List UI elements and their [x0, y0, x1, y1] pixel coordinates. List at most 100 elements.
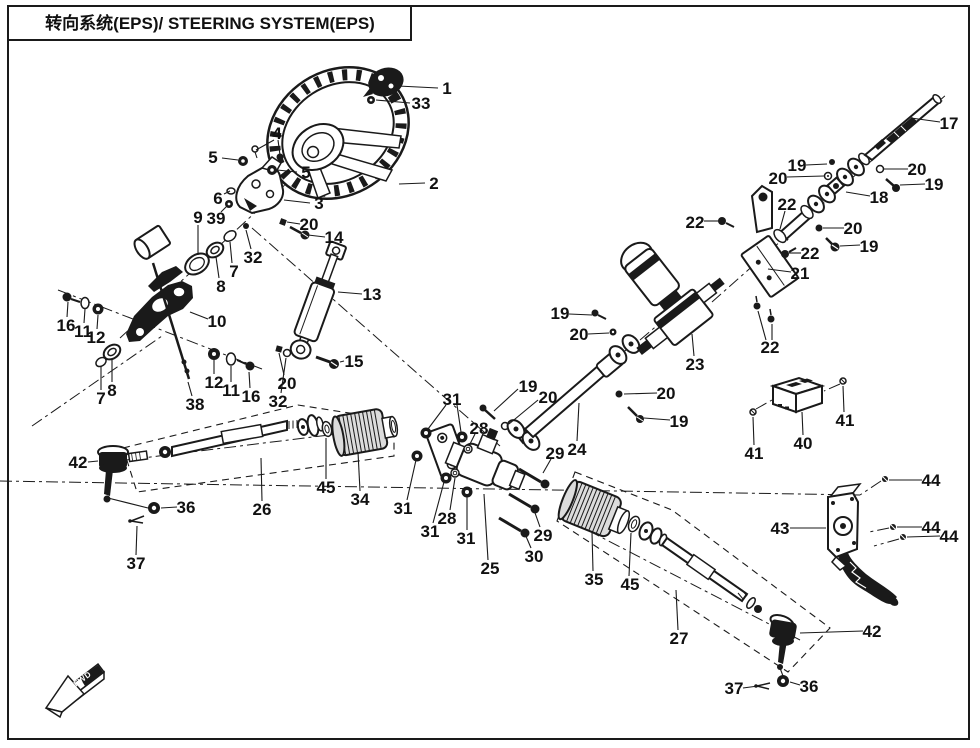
leader-line-3: [283, 199, 311, 204]
leader-line-10: [189, 311, 209, 320]
part-callout-8: 8: [107, 381, 116, 400]
leader-line-15: [339, 360, 345, 363]
part-callout-1: 1: [442, 79, 451, 98]
leader-line-11: [83, 308, 86, 324]
right-bellows: [557, 479, 631, 538]
leader-line-18: [845, 191, 871, 197]
part-callout-15: 15: [345, 352, 364, 371]
leader-line-20: [587, 332, 610, 335]
leader-line-33: [375, 99, 411, 104]
leader-line-19: [643, 417, 671, 421]
part-callout-19: 19: [860, 237, 879, 256]
part-callout-20: 20: [769, 169, 788, 188]
part-callout-18: 18: [870, 188, 889, 207]
part-callout-19: 19: [925, 175, 944, 194]
column-seal-parts: [133, 224, 237, 276]
part-callout-10: 10: [208, 312, 227, 331]
leader-line-28: [468, 433, 476, 447]
part-callout-31: 31: [394, 499, 413, 518]
part-callout-40: 40: [794, 434, 813, 453]
pedal-bracket: [827, 476, 906, 606]
rack-and-pinion: [411, 423, 550, 538]
leader-line-31: [456, 404, 462, 433]
part-callout-39: 39: [207, 209, 226, 228]
leader-line-5: [276, 169, 298, 173]
part-callout-45: 45: [621, 575, 640, 594]
upper-column-bracket: [225, 145, 310, 240]
leader-line-29: [533, 509, 541, 528]
leader-line-36: [160, 506, 178, 509]
part-callout-21: 21: [791, 264, 810, 283]
leader-line-6: [223, 190, 231, 195]
leader-line-17: [910, 117, 941, 123]
right-tie-rod-assembly: [556, 471, 831, 690]
leader-line-7: [229, 241, 233, 264]
part-callout-12: 12: [205, 373, 224, 392]
part-callout-11: 11: [222, 381, 240, 400]
part-callout-22: 22: [686, 213, 705, 232]
leader-line-25: [483, 493, 489, 561]
part-callout-13: 13: [363, 285, 382, 304]
part-callout-31: 31: [421, 522, 440, 541]
part-callout-22: 22: [778, 195, 797, 214]
part-callout-28: 28: [438, 509, 457, 528]
leader-line-13: [337, 291, 363, 295]
leader-line-20: [508, 399, 539, 425]
part-callout-36: 36: [177, 498, 196, 517]
part-callout-11: 11: [74, 322, 92, 341]
part-callout-29: 29: [546, 444, 565, 463]
part-callout-7: 7: [229, 262, 238, 281]
part-callout-35: 35: [585, 570, 604, 589]
leader-line-38: [187, 381, 193, 397]
part-callout-22: 22: [801, 244, 820, 263]
left-tie-rod-assembly: [97, 404, 399, 524]
leader-line-19: [493, 388, 519, 412]
part-callout-30: 30: [525, 547, 544, 566]
part-callout-44: 44: [940, 527, 959, 546]
page-frame: 转向系统(EPS)/ STEERING SYSTEM(EPS): [7, 5, 970, 740]
leader-line-41: [752, 416, 755, 446]
part-callout-32: 32: [269, 392, 288, 411]
part-callout-19: 19: [551, 304, 570, 323]
fwd-direction-arrow: FWD: [44, 662, 106, 719]
leader-line-1: [397, 85, 439, 89]
leader-line-4: [255, 139, 275, 151]
leader-line-45: [628, 532, 632, 577]
part-callout-20: 20: [539, 388, 558, 407]
part-callout-33: 33: [412, 94, 431, 113]
part-callout-12: 12: [87, 328, 106, 347]
leader-line-12: [96, 314, 99, 330]
part-callout-20: 20: [278, 374, 297, 393]
part-callout-26: 26: [253, 500, 272, 519]
part-callout-19: 19: [519, 377, 538, 396]
lower-mount-bracket: [62, 262, 255, 380]
leader-line-8: [215, 256, 220, 279]
part-callout-36: 36: [800, 677, 819, 696]
part-callout-16: 16: [57, 316, 76, 335]
leader-line-36: [789, 681, 801, 686]
part-callout-42: 42: [863, 622, 882, 641]
part-callout-4: 4: [272, 124, 282, 143]
part-callout-8: 8: [216, 277, 225, 296]
part-callout-6: 6: [213, 189, 222, 208]
part-callout-34: 34: [351, 490, 370, 509]
long-pin-38: [151, 262, 191, 380]
leader-line-20: [786, 175, 825, 178]
leader-line-4: [277, 139, 281, 156]
leader-line-5: [221, 157, 239, 161]
leader-line-30: [524, 533, 532, 549]
leader-line-19: [805, 163, 828, 166]
leader-line-37: [742, 685, 759, 689]
leader-line-41: [842, 385, 845, 413]
part-callout-27: 27: [670, 629, 689, 648]
leader-line-14: [307, 234, 326, 238]
page-title: 转向系统(EPS)/ STEERING SYSTEM(EPS): [45, 13, 375, 33]
part-callout-37: 37: [127, 554, 146, 573]
leader-line-34: [357, 451, 361, 492]
part-callout-25: 25: [481, 559, 500, 578]
column-support-bracket: [718, 184, 799, 323]
eps-motor-unit: [620, 241, 725, 355]
part-callout-20: 20: [844, 219, 863, 238]
